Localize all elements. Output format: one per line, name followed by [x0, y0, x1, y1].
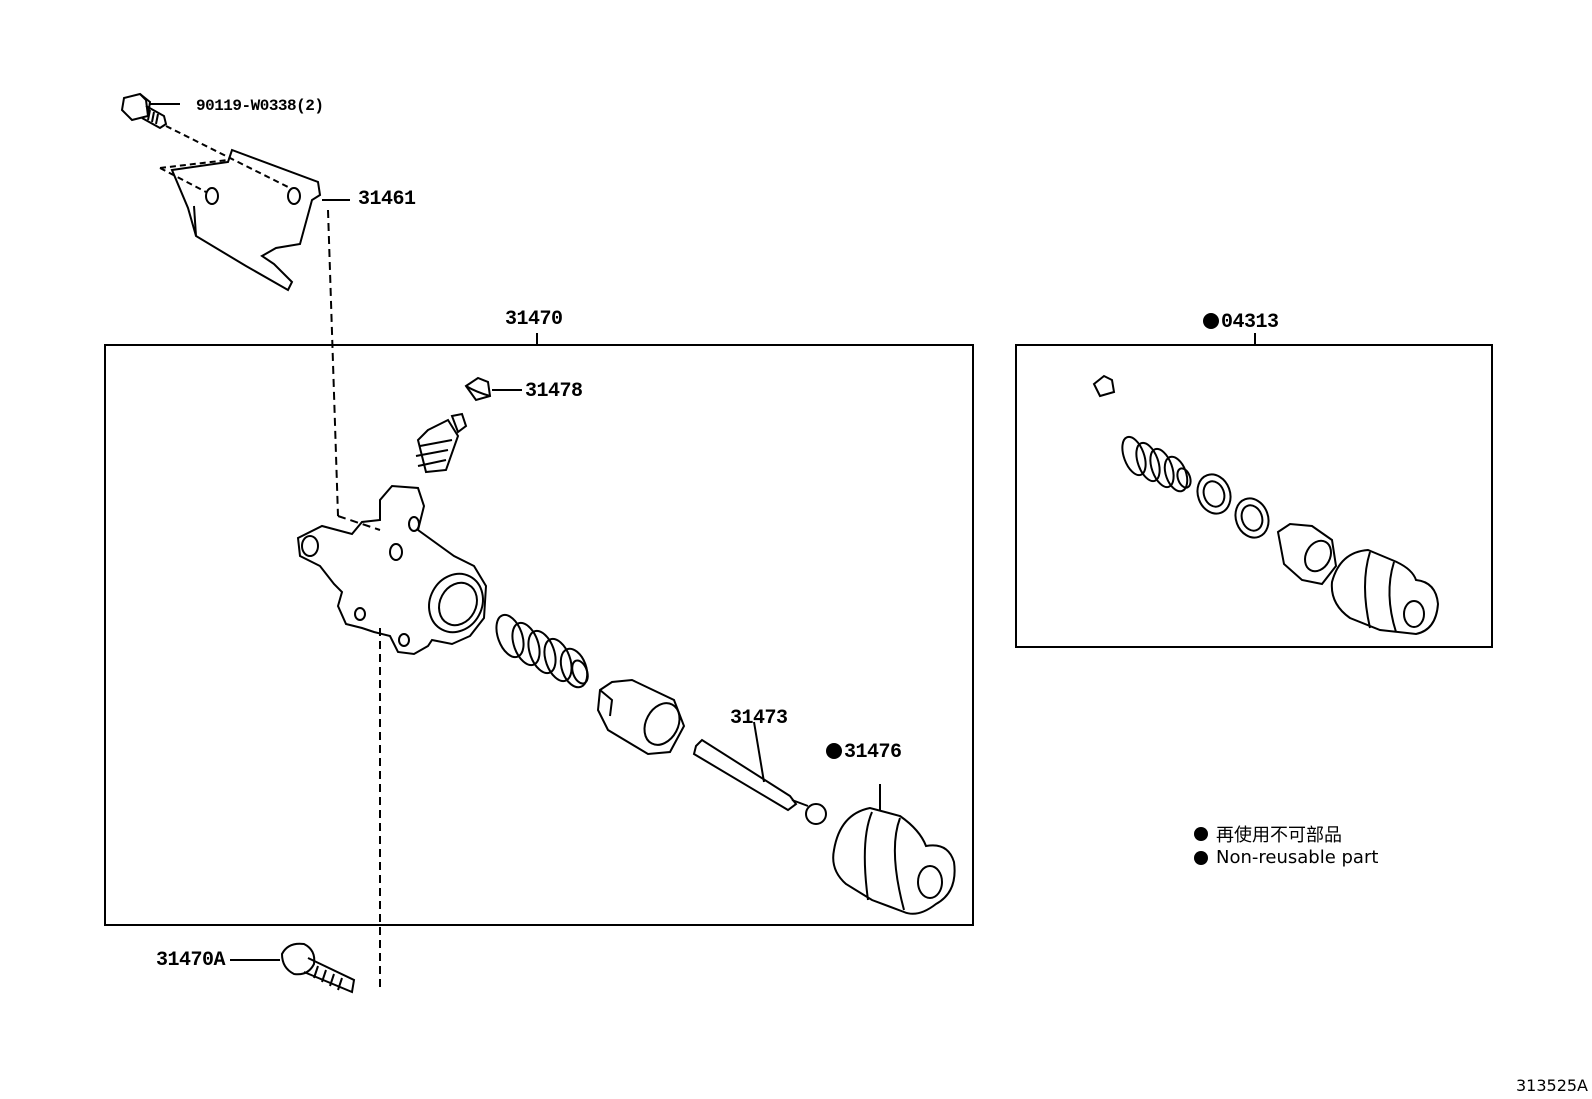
legend-english-text: Non-reusable part: [1216, 847, 1379, 868]
bottom-bolt-drawing: [230, 942, 356, 994]
bleeder-cap-drawing: [464, 376, 522, 402]
cylinder-body-drawing: [296, 484, 488, 990]
kit-parts-drawing: [1092, 374, 1440, 636]
legend-dot-icon: [1194, 827, 1208, 841]
cylinder-assy-frame: [104, 344, 974, 926]
push-rod-drawing: [692, 721, 827, 825]
callout-bleeder-cap: 31478: [525, 380, 583, 403]
callout-boot-number: 31476: [844, 741, 902, 764]
callout-push-rod: 31473: [730, 707, 788, 730]
legend-japanese-text: 再使用不可部品: [1216, 825, 1342, 846]
callout-bracket: 31461: [358, 188, 416, 211]
callout-cylinder-assy: 31470: [505, 308, 563, 331]
non-reusable-dot-icon: [826, 743, 842, 759]
legend-japanese: 再使用不可部品: [1194, 821, 1342, 847]
legend-dot-icon: [1194, 850, 1208, 865]
callout-bottom-bolt: 31470A: [156, 949, 226, 972]
spring-drawing: [495, 613, 589, 689]
bleeder-plug-drawing: [415, 412, 468, 474]
piston-drawing: [596, 678, 686, 756]
callout-repair-kit-number: 04313: [1221, 311, 1279, 334]
callout-boot: 31476: [826, 742, 902, 764]
callout-repair-kit: 04313: [1203, 312, 1279, 334]
repair-kit-frame: [1015, 344, 1493, 648]
legend-english: Non-reusable part: [1194, 847, 1378, 868]
diagram-code: 313525A: [1515, 1076, 1588, 1095]
callout-top-bolt: 90119-W0338(2): [196, 97, 324, 115]
bracket-drawing: [159, 148, 381, 531]
non-reusable-dot-icon: [1203, 313, 1219, 329]
top-bolt-drawing: [120, 92, 291, 189]
boot-drawing: [832, 784, 956, 915]
